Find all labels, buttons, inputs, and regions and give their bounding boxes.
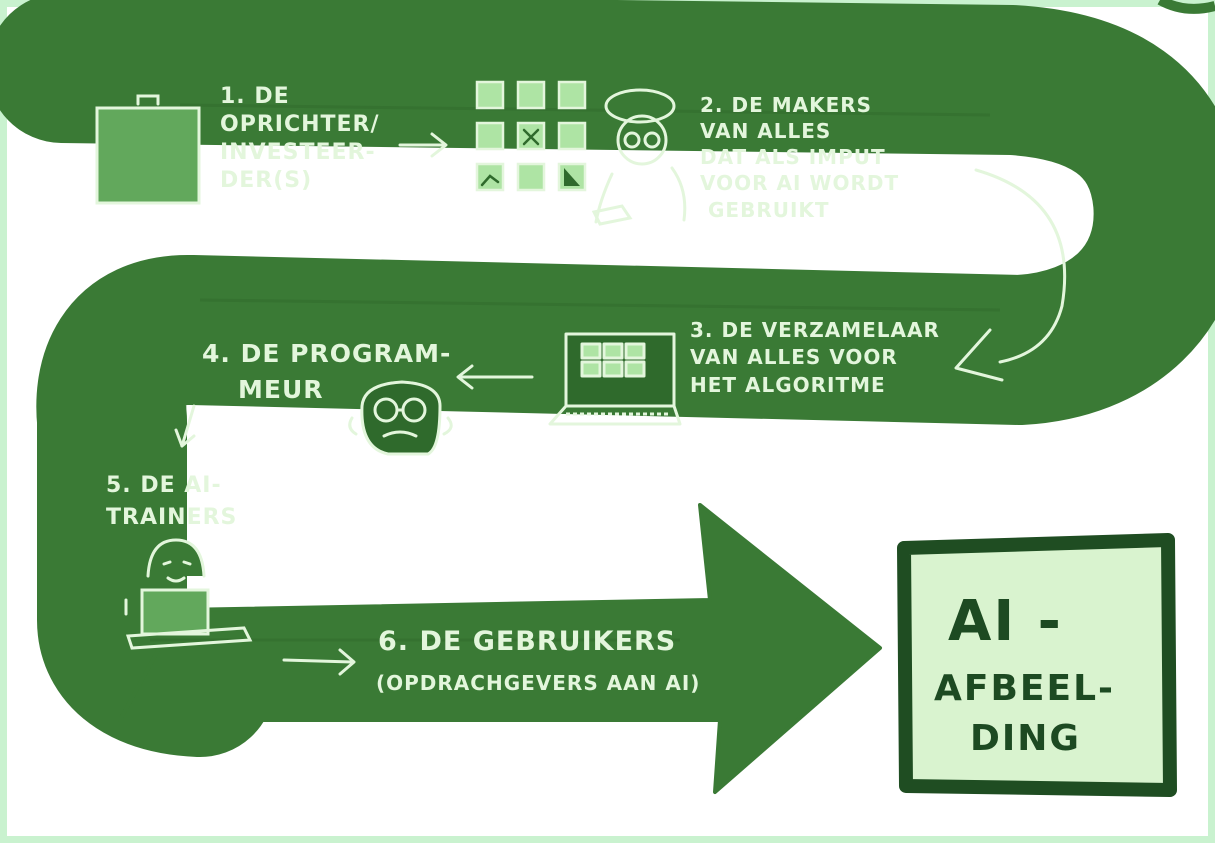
briefcase-icon	[95, 94, 201, 205]
step-3-line: HET ALGORITME	[690, 373, 886, 397]
final-card: AI - AFBEEL- DING	[897, 533, 1177, 797]
arrow-step5-to-6	[282, 648, 356, 676]
step-1-line: DER(S)	[220, 168, 312, 193]
final-card-line: AI -	[948, 589, 1063, 654]
step-1-line: OPRICHTER/	[220, 112, 380, 137]
laptop-icon	[548, 332, 682, 426]
step-3-line: 3. DE VERZAMELAAR	[690, 318, 940, 342]
programmer-face-icon	[348, 380, 453, 456]
step-2-line: 2. DE MAKERS	[700, 93, 872, 117]
step-6-label: 6. DE GEBRUIKERS (OPDRACHGEVERS AAN AI)	[376, 626, 700, 695]
step-2-label: 2. DE MAKERS VAN ALLES DAT ALS IMPUT VOO…	[700, 93, 907, 222]
artist-icon	[591, 88, 687, 226]
arrow-icon	[174, 132, 1067, 676]
arrow-step3-to-4	[456, 364, 534, 390]
step-2-line: VOOR AI WORDT	[700, 171, 899, 195]
step-6-line: (OPDRACHGEVERS AAN AI)	[376, 671, 700, 695]
final-card-border	[897, 533, 1177, 797]
arrow-step1-to-2	[398, 132, 448, 158]
step-2-line: VAN ALLES	[700, 119, 831, 143]
step-5-line: 5. DE AI-	[106, 473, 222, 498]
step-3-label: 3. DE VERZAMELAAR VAN ALLES VOOR HET ALG…	[690, 318, 948, 397]
corner-scribble-top-right	[1157, 0, 1215, 14]
final-card-line: DING	[970, 718, 1081, 759]
image-tiles-icon	[475, 80, 587, 192]
step-3-line: VAN ALLES VOOR	[690, 345, 898, 369]
step-4-line: 4. DE PROGRAM-	[202, 339, 451, 368]
step-6-line: 6. DE GEBRUIKERS	[378, 626, 676, 657]
path-segment-top	[0, 0, 1215, 757]
arrow-step4-to-5	[174, 404, 196, 448]
step-1-line: INVESTEER-	[220, 140, 376, 165]
path-segment-bottom	[118, 503, 882, 794]
arrow-curve-right	[954, 168, 1067, 382]
step-1-line: 1. DE	[220, 84, 290, 109]
trainer-icon	[124, 538, 253, 650]
serpentine-path	[0, 0, 1215, 794]
final-card-line: AFBEEL-	[934, 668, 1115, 709]
step-4-line: MEUR	[238, 375, 324, 404]
step-1-label: 1. DE OPRICHTER/ INVESTEER- DER(S)	[220, 84, 388, 193]
step-4-label: 4. DE PROGRAM- MEUR	[202, 339, 461, 404]
step-2-line: GEBRUIKT	[708, 198, 830, 222]
step-5-line: TRAINERS	[106, 505, 237, 530]
final-card-title: AI - AFBEEL- DING	[934, 589, 1123, 759]
step-5-label: 5. DE AI- TRAINERS	[106, 473, 237, 530]
step-2-line: DAT ALS IMPUT	[700, 145, 886, 169]
